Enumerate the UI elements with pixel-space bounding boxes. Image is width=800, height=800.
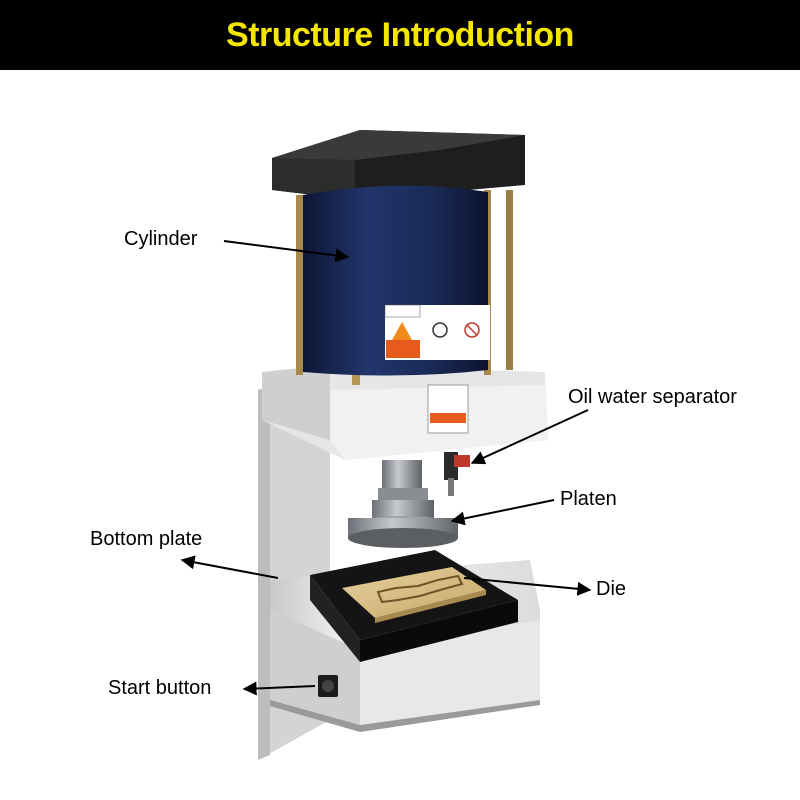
arrow-start-button	[242, 681, 316, 696]
callout-arrows	[180, 240, 592, 696]
arrow-die	[463, 577, 592, 596]
arrow-oil-water-separator	[470, 409, 589, 465]
label-die: Die	[596, 578, 627, 600]
platen	[348, 460, 458, 548]
label-platen: Platen	[560, 488, 617, 510]
cylinder	[303, 185, 490, 376]
label-oil-water-separator: Oil water separator	[568, 386, 737, 408]
label-bottom-plate: Bottom plate	[90, 528, 203, 550]
arrow-cylinder	[223, 240, 350, 263]
label-cylinder: Cylinder	[124, 228, 198, 250]
start-button	[318, 675, 338, 697]
arrow-bottom-plate	[180, 555, 279, 579]
die	[342, 567, 486, 623]
arrow-platen	[450, 499, 555, 526]
label-start-button: Start button	[108, 677, 212, 699]
top-cap	[272, 130, 525, 200]
machine-illustration	[180, 130, 592, 760]
head-housing	[262, 365, 548, 460]
oil-water-separator	[444, 452, 470, 496]
header-banner: Structure Introduction	[0, 0, 800, 70]
page-title: Structure Introduction	[226, 15, 574, 54]
